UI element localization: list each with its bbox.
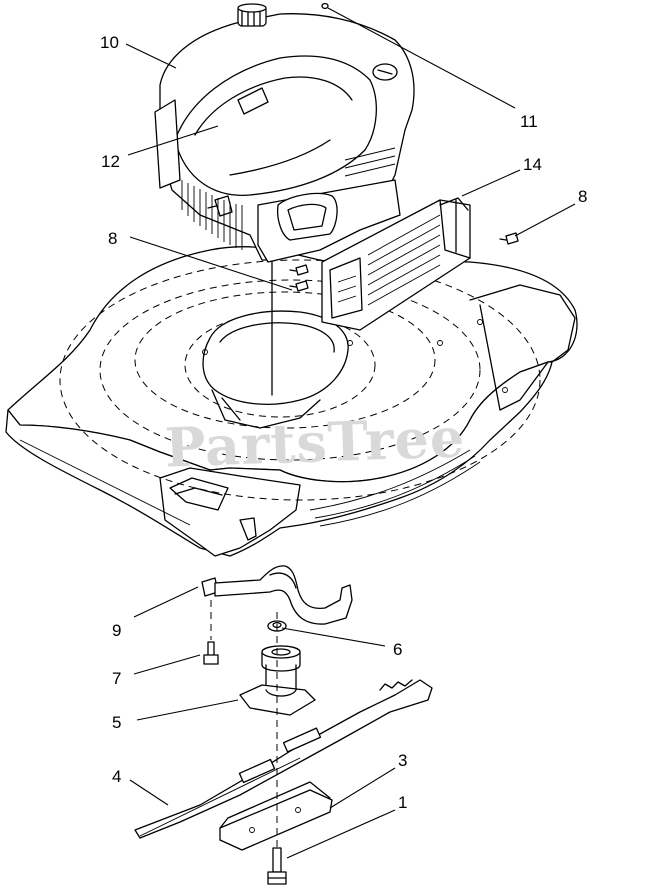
- cooling-fins: [181, 180, 243, 250]
- bolt-7: [203, 641, 219, 665]
- callout-6: 6: [393, 640, 402, 659]
- callout-1: 1: [398, 793, 407, 812]
- baffle-9: [201, 565, 353, 625]
- leader-lines: [125, 7, 576, 859]
- callout-10: 10: [100, 33, 119, 52]
- callout-8-right: 8: [578, 187, 587, 206]
- callout-labels: 10 11 12 14 8 8 9 6 7 5 3 4 1: [100, 33, 587, 812]
- callout-9: 9: [112, 621, 121, 640]
- mower-deck: [5, 246, 578, 557]
- callout-5: 5: [112, 713, 121, 732]
- callout-3: 3: [398, 751, 407, 770]
- callout-8-left: 8: [108, 229, 117, 248]
- blade-4: [134, 679, 433, 839]
- callout-11: 11: [520, 112, 538, 131]
- callout-4: 4: [112, 767, 121, 786]
- muffler-guard: [321, 197, 471, 331]
- engine-assembly: [154, 3, 415, 396]
- stiffener-3: [219, 781, 333, 851]
- bolt-1: [267, 847, 287, 885]
- blade-adapter-5: [239, 645, 316, 716]
- callout-14: 14: [523, 155, 542, 174]
- screw-11: [321, 2, 329, 10]
- callout-12: 12: [101, 152, 120, 171]
- callout-7: 7: [112, 669, 121, 688]
- watermark: PartsTree: [164, 405, 466, 479]
